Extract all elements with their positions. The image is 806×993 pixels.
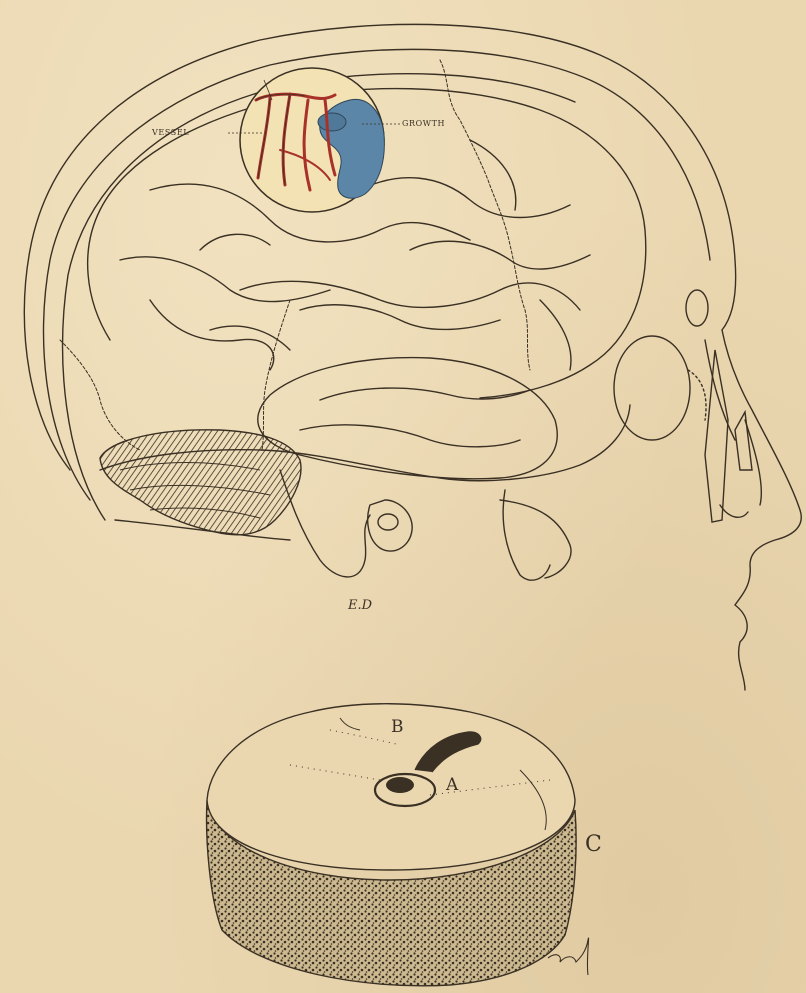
- engraving-plate: VESSEL GROWTH E.D A B C: [0, 0, 806, 993]
- engraver-signature: [0, 0, 806, 993]
